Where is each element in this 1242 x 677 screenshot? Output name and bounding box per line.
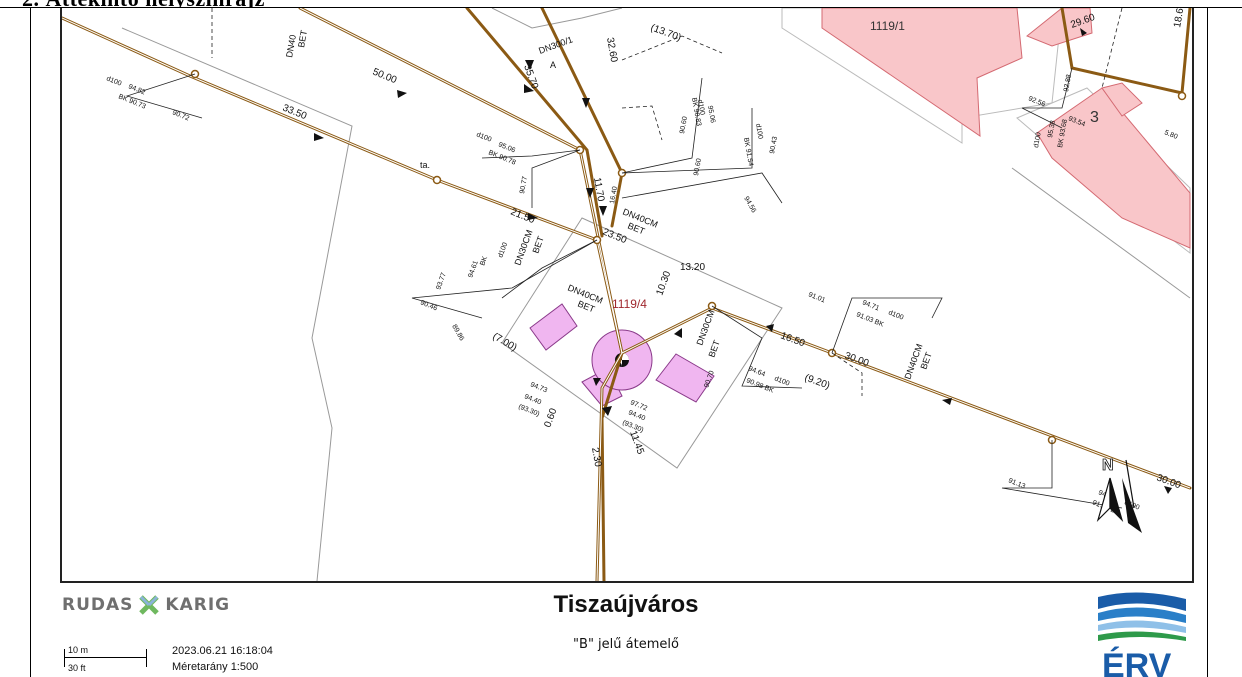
level-label: 95.38 xyxy=(1047,120,1057,139)
distance-label: 13.20 xyxy=(680,262,705,273)
level-label: 90.46 xyxy=(419,299,438,312)
brand-left-a: RUDAS xyxy=(62,595,134,615)
level-label: 93.77 xyxy=(435,272,448,291)
cross-icon xyxy=(139,595,160,615)
level-label: BK 90.83 xyxy=(690,97,702,127)
site-map-canvas: 1119/1 1119/4 3 50.00 33.50 21.50 23.50 … xyxy=(62,8,1192,581)
building-number-3: 3 xyxy=(1090,109,1099,126)
level-label: 5.80 xyxy=(1163,129,1178,141)
map-stamp: 2023.06.21 16:18:04 Méretarány 1:500 xyxy=(172,643,273,675)
scale-label-meters: 10 m xyxy=(68,645,89,655)
level-label: d100 xyxy=(887,309,904,321)
rudas-karig-logo: RUDAS KARIG xyxy=(62,595,230,615)
distance-label: 11.45 xyxy=(627,429,646,456)
level-label: BK 90.73 xyxy=(117,93,146,110)
level-label: 92.88 xyxy=(1063,74,1073,93)
distance-label: (13.70) xyxy=(649,22,683,43)
level-label: 95.06 xyxy=(706,105,716,124)
level-label: 91.13 xyxy=(1007,477,1026,490)
level-label: 94.64 xyxy=(747,365,766,378)
level-label: d100 xyxy=(105,75,122,87)
level-label: 91.01 xyxy=(807,291,826,304)
pipe-label: BET xyxy=(296,29,309,48)
distance-label: 23.50 xyxy=(601,227,629,247)
parcel-label-1119-4: 1119/4 xyxy=(612,297,647,311)
scale-label-feet: 30 ft xyxy=(68,663,86,673)
level-label: BK 93.68 xyxy=(1057,119,1069,149)
distance-label: 18.60 xyxy=(1172,8,1187,29)
page-left-rule xyxy=(30,7,31,677)
level-label: 94.73 xyxy=(529,381,548,394)
parcel-label-1119-1: 1119/1 xyxy=(870,19,905,33)
level-label: (93.30) xyxy=(517,403,540,418)
document-heading: 2. Áttekintő helyszínrajz xyxy=(22,0,265,12)
level-label: d100 xyxy=(773,375,790,387)
level-label: d100 xyxy=(475,131,492,143)
pipe-label: ta. xyxy=(420,160,430,170)
level-label: 94.56 xyxy=(742,196,757,215)
site-map[interactable]: 1119/1 1119/4 3 50.00 33.50 21.50 23.50 … xyxy=(60,8,1194,583)
pipe-label: DN40 xyxy=(284,34,298,58)
level-label: 91.03 BK xyxy=(855,311,885,328)
level-label: 90.43 xyxy=(769,136,779,155)
distance-label: 21.50 xyxy=(509,207,537,227)
map-title: Tiszaújváros xyxy=(553,591,699,618)
level-label: 94.40 xyxy=(523,393,542,406)
map-footer: RUDAS KARIG Tiszaújváros "B" jelű átemel… xyxy=(60,583,1192,677)
distance-label: 0.60 xyxy=(542,407,559,429)
pipe-label: BET xyxy=(530,234,546,254)
pipe-label: BET xyxy=(706,338,722,358)
distance-label: (7.00) xyxy=(491,331,519,354)
level-label: 89.86 xyxy=(450,324,465,343)
level-label: d100 xyxy=(696,99,706,116)
page-top-rule xyxy=(0,7,1242,8)
distance-label: 50.00 xyxy=(371,67,399,87)
distance-label: 10.30 xyxy=(654,269,673,297)
level-label: d100 xyxy=(1033,132,1043,149)
map-subtitle: "B" jelű átemelő xyxy=(573,637,679,652)
erv-wave-icon: ÉRV xyxy=(1098,587,1186,677)
level-label: BK 91.54 xyxy=(742,137,754,167)
north-label: N xyxy=(1102,457,1114,474)
level-label: 90.72 xyxy=(171,109,190,122)
level-label: BK xyxy=(479,255,489,266)
north-arrow-icon: N xyxy=(1096,457,1142,533)
scale-bar: 10 m 30 ft xyxy=(62,643,152,677)
page-right-rule xyxy=(1207,7,1208,677)
level-label: 94.71 xyxy=(861,299,880,312)
distance-label: 32.60 xyxy=(604,37,619,64)
level-label: d100 xyxy=(497,242,509,259)
brand-right: ÉRV xyxy=(1102,647,1172,677)
map-scale: Méretarány 1:500 xyxy=(172,661,259,673)
distance-label: 11.70 xyxy=(591,177,606,203)
level-label: 94.61 xyxy=(467,260,480,279)
level-label: 90.60 xyxy=(679,116,689,135)
level-label: 16.40 xyxy=(609,186,619,205)
level-label: d100 xyxy=(754,123,764,140)
parcel-building-3[interactable] xyxy=(1016,82,1191,255)
erv-logo: ÉRV xyxy=(1098,587,1186,677)
level-label: 90.77 xyxy=(519,176,529,195)
distance-label: 30.00 xyxy=(843,350,871,369)
distance-label: 2.30 xyxy=(589,447,603,469)
distance-label: 16.50 xyxy=(779,330,807,349)
level-label: 94.82 xyxy=(127,83,146,96)
pipe-label: A xyxy=(550,60,556,70)
print-datetime: 2023.06.21 16:18:04 xyxy=(172,645,273,657)
distance-label: (9.20) xyxy=(803,372,831,391)
parcel-1119-1[interactable] xyxy=(781,8,1093,144)
brand-left-b: KARIG xyxy=(165,595,231,615)
level-label: 90.60 xyxy=(693,158,703,177)
